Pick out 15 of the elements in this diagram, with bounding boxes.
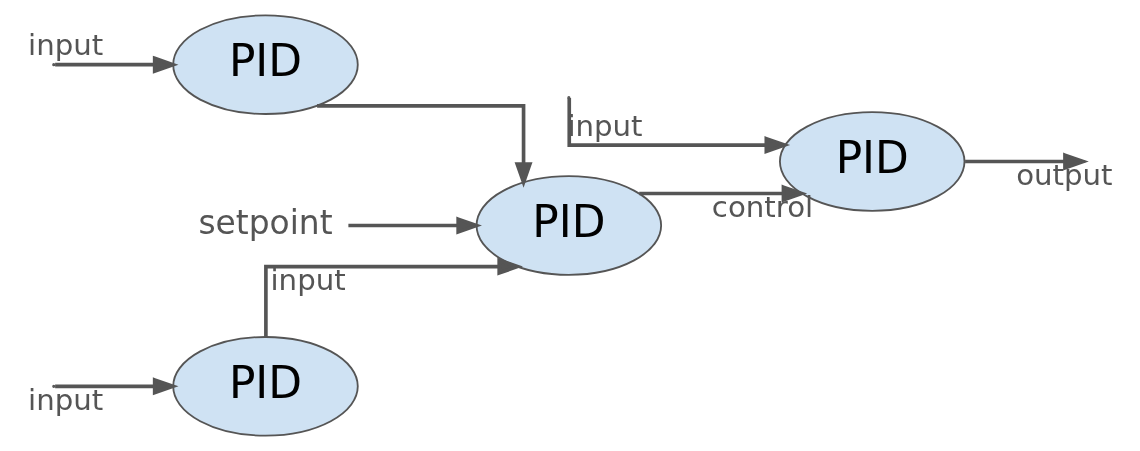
arrow bbox=[639, 184, 808, 203]
edge-label: input bbox=[567, 108, 643, 143]
arrow bbox=[317, 103, 533, 188]
node-ellipse: PID bbox=[172, 336, 359, 437]
edge-label: input bbox=[270, 263, 346, 298]
node-ellipse: PID bbox=[172, 14, 359, 115]
arrow bbox=[55, 55, 179, 74]
node-text: setpoint bbox=[198, 202, 333, 242]
arrow bbox=[567, 98, 791, 155]
edge-label: input bbox=[28, 28, 104, 63]
edge-label: output bbox=[1016, 157, 1113, 192]
edge-label: input bbox=[28, 382, 104, 417]
arrow bbox=[348, 216, 482, 235]
arrow bbox=[55, 377, 179, 396]
arrow bbox=[264, 257, 523, 337]
